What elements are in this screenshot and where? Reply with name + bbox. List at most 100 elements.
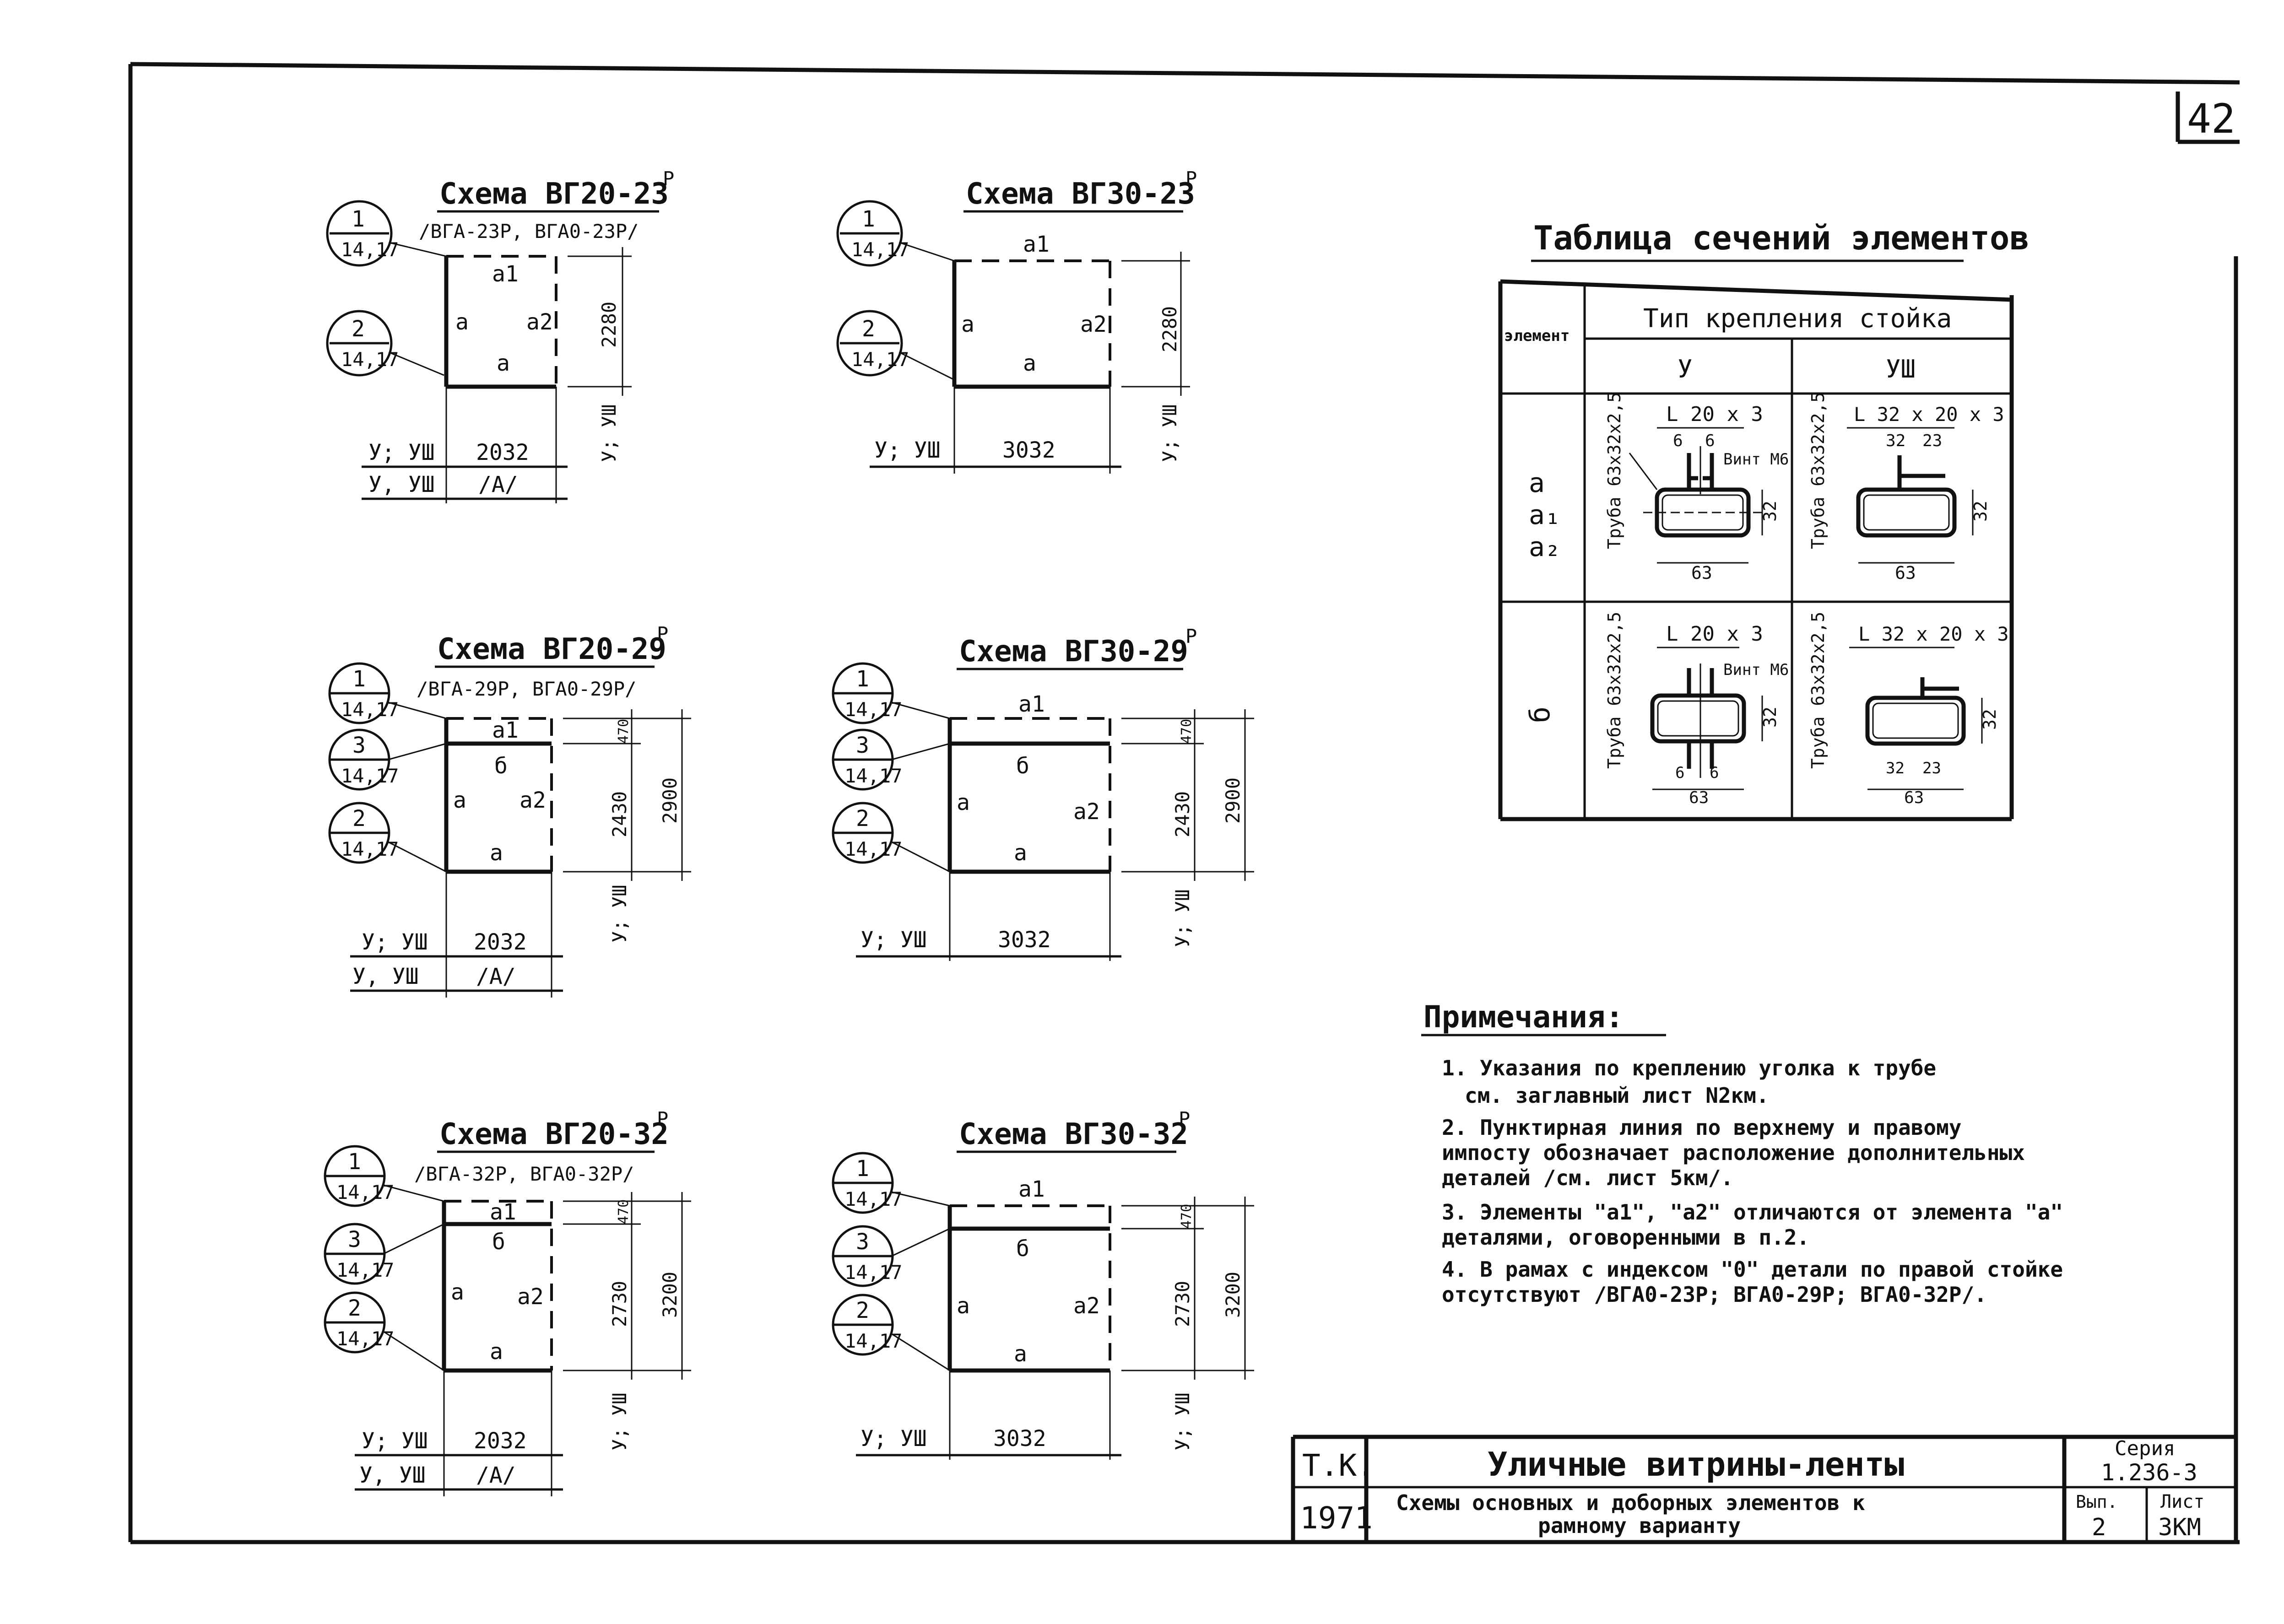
svg-text:а: а (490, 840, 503, 866)
note-line: импосту обозначает расположение дополнит… (1442, 1140, 2025, 1165)
svg-text:3: 3 (348, 1227, 361, 1252)
svg-text:2: 2 (352, 806, 366, 831)
svg-text:1: 1 (856, 666, 869, 692)
dimension-height: 470 2430 2900 У; УШ (563, 709, 691, 943)
svg-text:а1: а1 (492, 261, 519, 287)
row1-label-a: а (1529, 467, 1545, 498)
svg-text:2: 2 (348, 1295, 361, 1321)
sheet-number: 42 (2187, 95, 2235, 142)
dimension-table: У; УШ 2032 У, УШ /А/ (362, 387, 568, 503)
svg-text:2430: 2430 (1171, 791, 1194, 837)
note-line: см. заглавный лист N2км. (1465, 1083, 1769, 1108)
callout-1: 1 14,17 (832, 1152, 950, 1214)
svg-text:2280: 2280 (1158, 306, 1181, 352)
scheme-title: Схема ВГ30-32 (959, 1117, 1188, 1151)
svg-text:3: 3 (856, 1229, 869, 1255)
svg-text:23: 23 (1922, 432, 1942, 450)
scheme-title: Схема ВГ20-32 (439, 1117, 669, 1151)
scheme-title: Схема ВГ30-29 (959, 635, 1188, 669)
svg-text:У; УШ: У; УШ (1171, 1393, 1194, 1451)
col-ush: УШ (1886, 355, 1916, 383)
title-block: Т.К. 1971 Уличные витрины-ленты Схемы ос… (1291, 1435, 2236, 1542)
svg-text:3032: 3032 (1002, 437, 1055, 463)
svg-text:14,17: 14,17 (341, 838, 399, 860)
svg-text:2: 2 (862, 316, 875, 342)
scheme-subtitle: /ВГА-29Р, ВГА0-29Р/ (417, 678, 636, 700)
callout-1: 1 14,17 (326, 200, 447, 267)
svg-text:L 32 x 20 x 3: L 32 x 20 x 3 (1858, 623, 2009, 645)
dimension-height: 2280 У; УШ (568, 247, 632, 462)
note-line: 3. Элементы "а1", "а2" отличаются от эле… (1442, 1200, 2063, 1225)
svg-text:а2: а2 (520, 788, 546, 813)
col-element: элемент (1504, 327, 1570, 345)
svg-text:/А/: /А/ (476, 964, 516, 989)
svg-text:б: б (494, 753, 508, 779)
svg-text:Винт М6: Винт М6 (1723, 450, 1789, 469)
dimension-height: 470 2430 2900 У; УШ (1121, 709, 1254, 947)
svg-text:3200: 3200 (1222, 1272, 1244, 1318)
sheet-border (128, 62, 2240, 1544)
svg-text:а: а (961, 312, 974, 337)
svg-text:а: а (453, 788, 466, 813)
svg-text:а: а (497, 351, 510, 376)
svg-text:Труба 63x32x2,5: Труба 63x32x2,5 (1808, 392, 1828, 549)
svg-text:63: 63 (1904, 788, 1924, 807)
section-r1-ush: L 32 x 20 x 3 32 23 32 63 Труба 63x32x2,… (1808, 392, 2004, 583)
svg-text:У; УШ: У; УШ (598, 405, 620, 462)
note-line: 2. Пунктирная линия по верхнему и правом… (1442, 1115, 1961, 1140)
svg-text:6: 6 (1673, 432, 1683, 450)
svg-text:б: б (1016, 1236, 1029, 1262)
section-table-title: Таблица сечений элементов (1533, 219, 2030, 257)
svg-text:2430: 2430 (608, 791, 631, 837)
svg-text:14,17: 14,17 (844, 1261, 902, 1284)
svg-text:а: а (451, 1279, 464, 1305)
frame: а1 б а а2 а (947, 1176, 1111, 1373)
svg-text:2032: 2032 (474, 929, 527, 955)
svg-text:14,17: 14,17 (336, 1327, 394, 1350)
svg-text:а1: а1 (1023, 232, 1050, 257)
tb-series: 1.236-3 (2101, 1459, 2197, 1486)
dimension-table: У; УШ 3032 (870, 387, 1121, 474)
svg-text:1: 1 (352, 206, 365, 232)
section-r1-y: L 20 x 3 6 6 Винт М6 32 63 Труба 63x32x2… (1604, 392, 1789, 583)
svg-text:У; УШ: У; УШ (874, 437, 941, 463)
svg-text:а1: а1 (1018, 691, 1045, 717)
callout-3: 3 14,17 (328, 728, 447, 791)
callout-2: 2 14,17 (832, 802, 950, 873)
scheme-vg30-23: Схема ВГ30-23 Р 1 14,17 2 14,17 а1 а а2 … (836, 167, 1197, 474)
svg-text:1: 1 (862, 206, 875, 232)
svg-text:У; УШ: У; УШ (362, 929, 428, 955)
svg-text:2032: 2032 (476, 440, 529, 465)
svg-text:14,17: 14,17 (844, 1188, 902, 1210)
svg-text:63: 63 (1689, 788, 1709, 807)
svg-text:а: а (1014, 840, 1027, 866)
row1-label-a1: а₁ (1529, 499, 1561, 530)
scheme-vg20-23: Схема ВГ20-23 Р /ВГА-23Р, ВГА0-23Р/ 1 14… (326, 167, 674, 503)
svg-text:У; УШ: У; УШ (608, 885, 631, 943)
scheme-title-sup: Р (657, 1108, 668, 1130)
scheme-title-sup: Р (663, 167, 674, 190)
tb-subtitle-1: Схемы основных и доборных элементов к (1396, 1490, 1865, 1515)
svg-text:У, УШ: У, УШ (359, 1462, 426, 1488)
scheme-vg20-32: Схема ВГ20-32 Р /ВГА-32Р, ВГА0-32Р/ 1 14… (324, 1108, 691, 1496)
svg-text:14,17: 14,17 (844, 765, 902, 787)
callout-3: 3 14,17 (832, 1225, 950, 1287)
callout-3: 3 14,17 (832, 728, 950, 791)
scheme-title: Схема ВГ30-23 (966, 177, 1195, 211)
svg-text:б: б (492, 1229, 505, 1255)
svg-text:L 20 x 3: L 20 x 3 (1666, 403, 1763, 426)
svg-text:2900: 2900 (1222, 777, 1244, 824)
svg-text:а2: а2 (526, 309, 553, 335)
svg-text:63: 63 (1691, 563, 1712, 583)
callout-2: 2 14,17 (326, 310, 444, 377)
svg-text:2: 2 (856, 1298, 869, 1323)
svg-text:32: 32 (1886, 759, 1905, 777)
svg-text:32: 32 (1760, 501, 1780, 522)
scheme-title-sup: Р (1185, 167, 1197, 190)
section-r2-ush: L 32 x 20 x 3 32 32 23 63 Труба 63x32x2,… (1808, 612, 2009, 807)
note-line: деталями, оговоренными в п.2. (1442, 1225, 1809, 1250)
svg-text:У; УШ: У; УШ (368, 440, 435, 465)
svg-text:2: 2 (352, 316, 365, 342)
callout-3: 3 14,17 (324, 1223, 444, 1285)
svg-text:3032: 3032 (993, 1426, 1046, 1451)
